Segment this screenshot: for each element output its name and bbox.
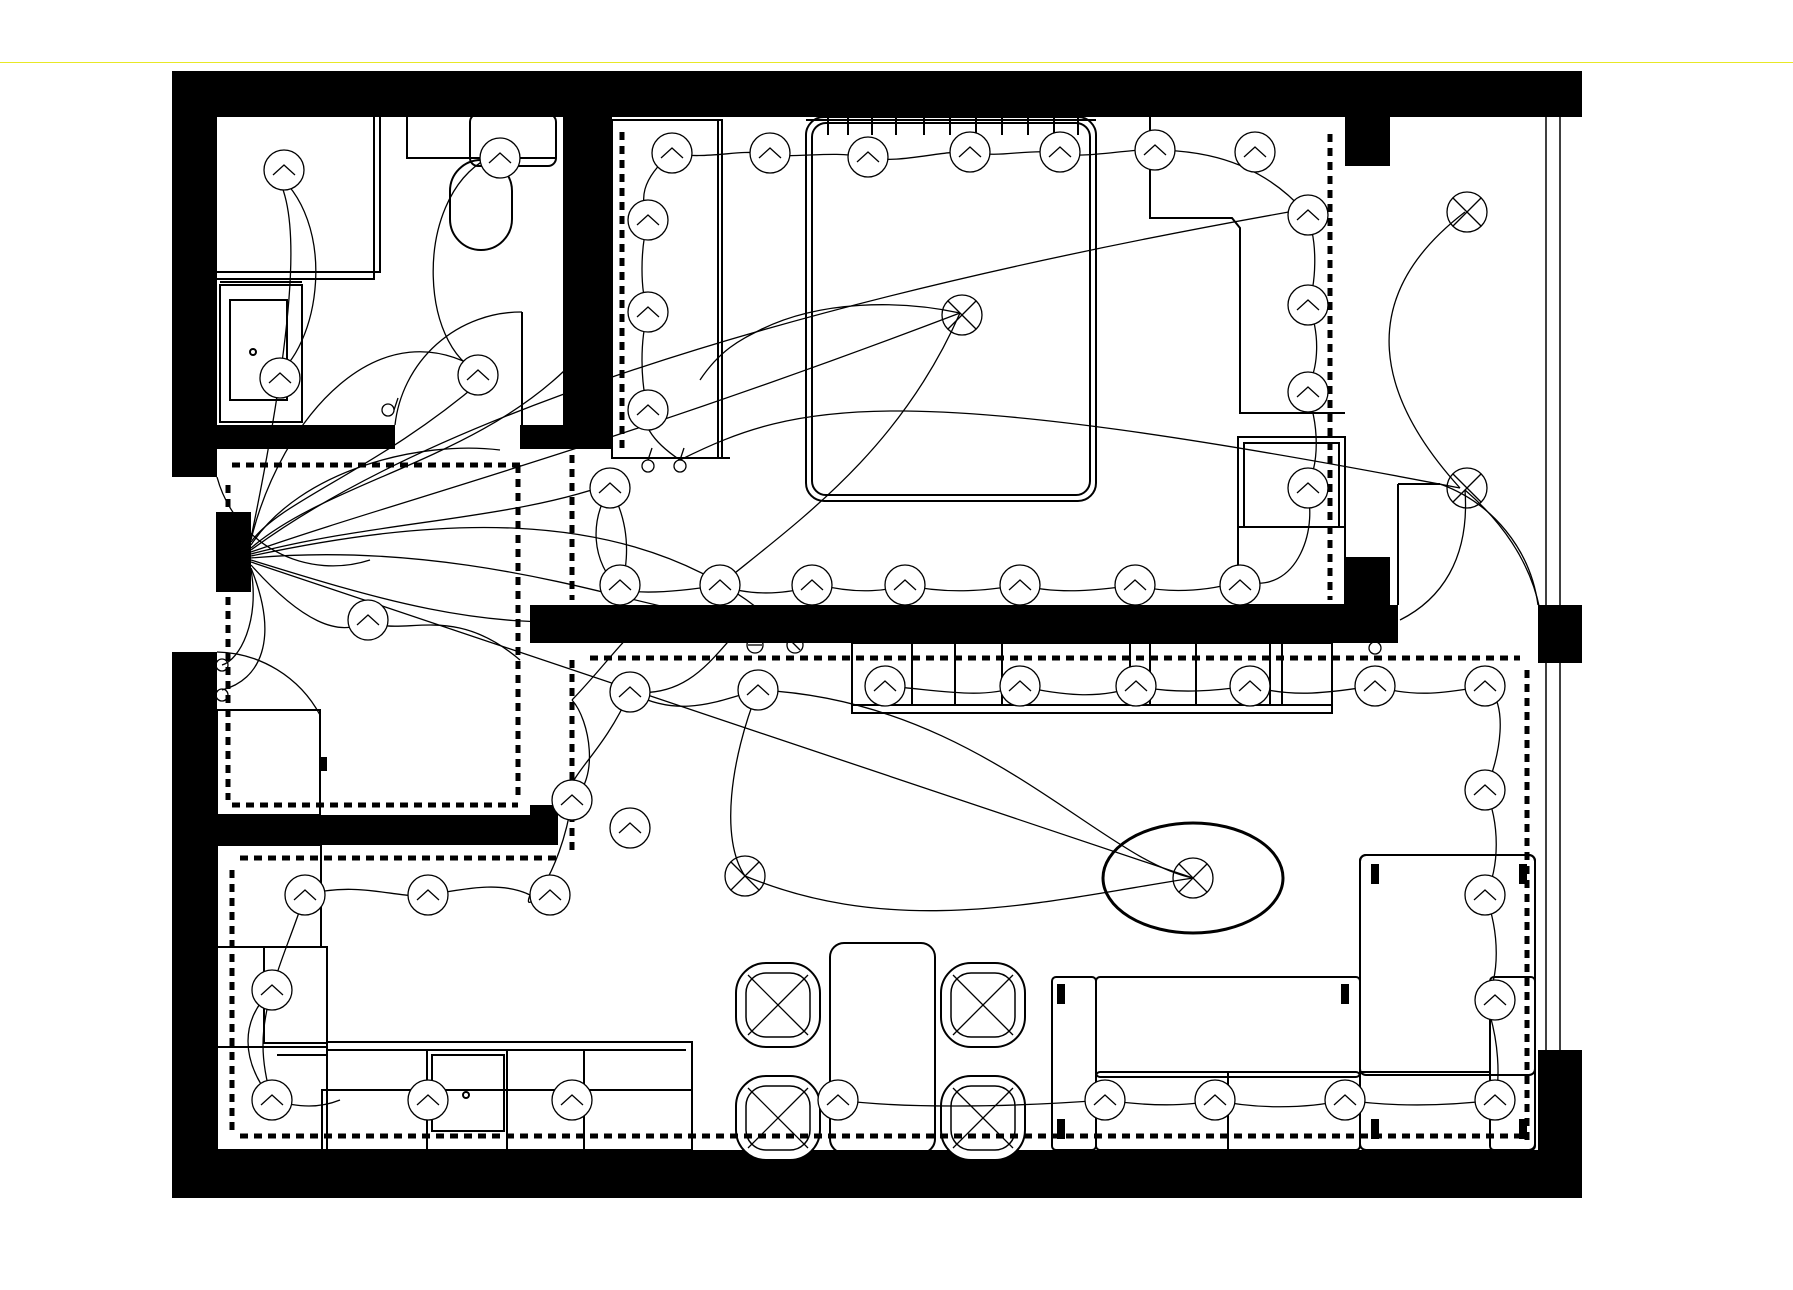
window bbox=[1545, 114, 1561, 1050]
led-strips bbox=[225, 132, 1530, 1140]
dining-chairs bbox=[735, 962, 1026, 1161]
bedroom-furniture bbox=[611, 116, 1539, 606]
page-guide-line bbox=[0, 62, 1793, 63]
walls bbox=[172, 71, 1582, 1198]
kitchen-furniture bbox=[216, 476, 1536, 1154]
switches bbox=[215, 397, 1382, 702]
